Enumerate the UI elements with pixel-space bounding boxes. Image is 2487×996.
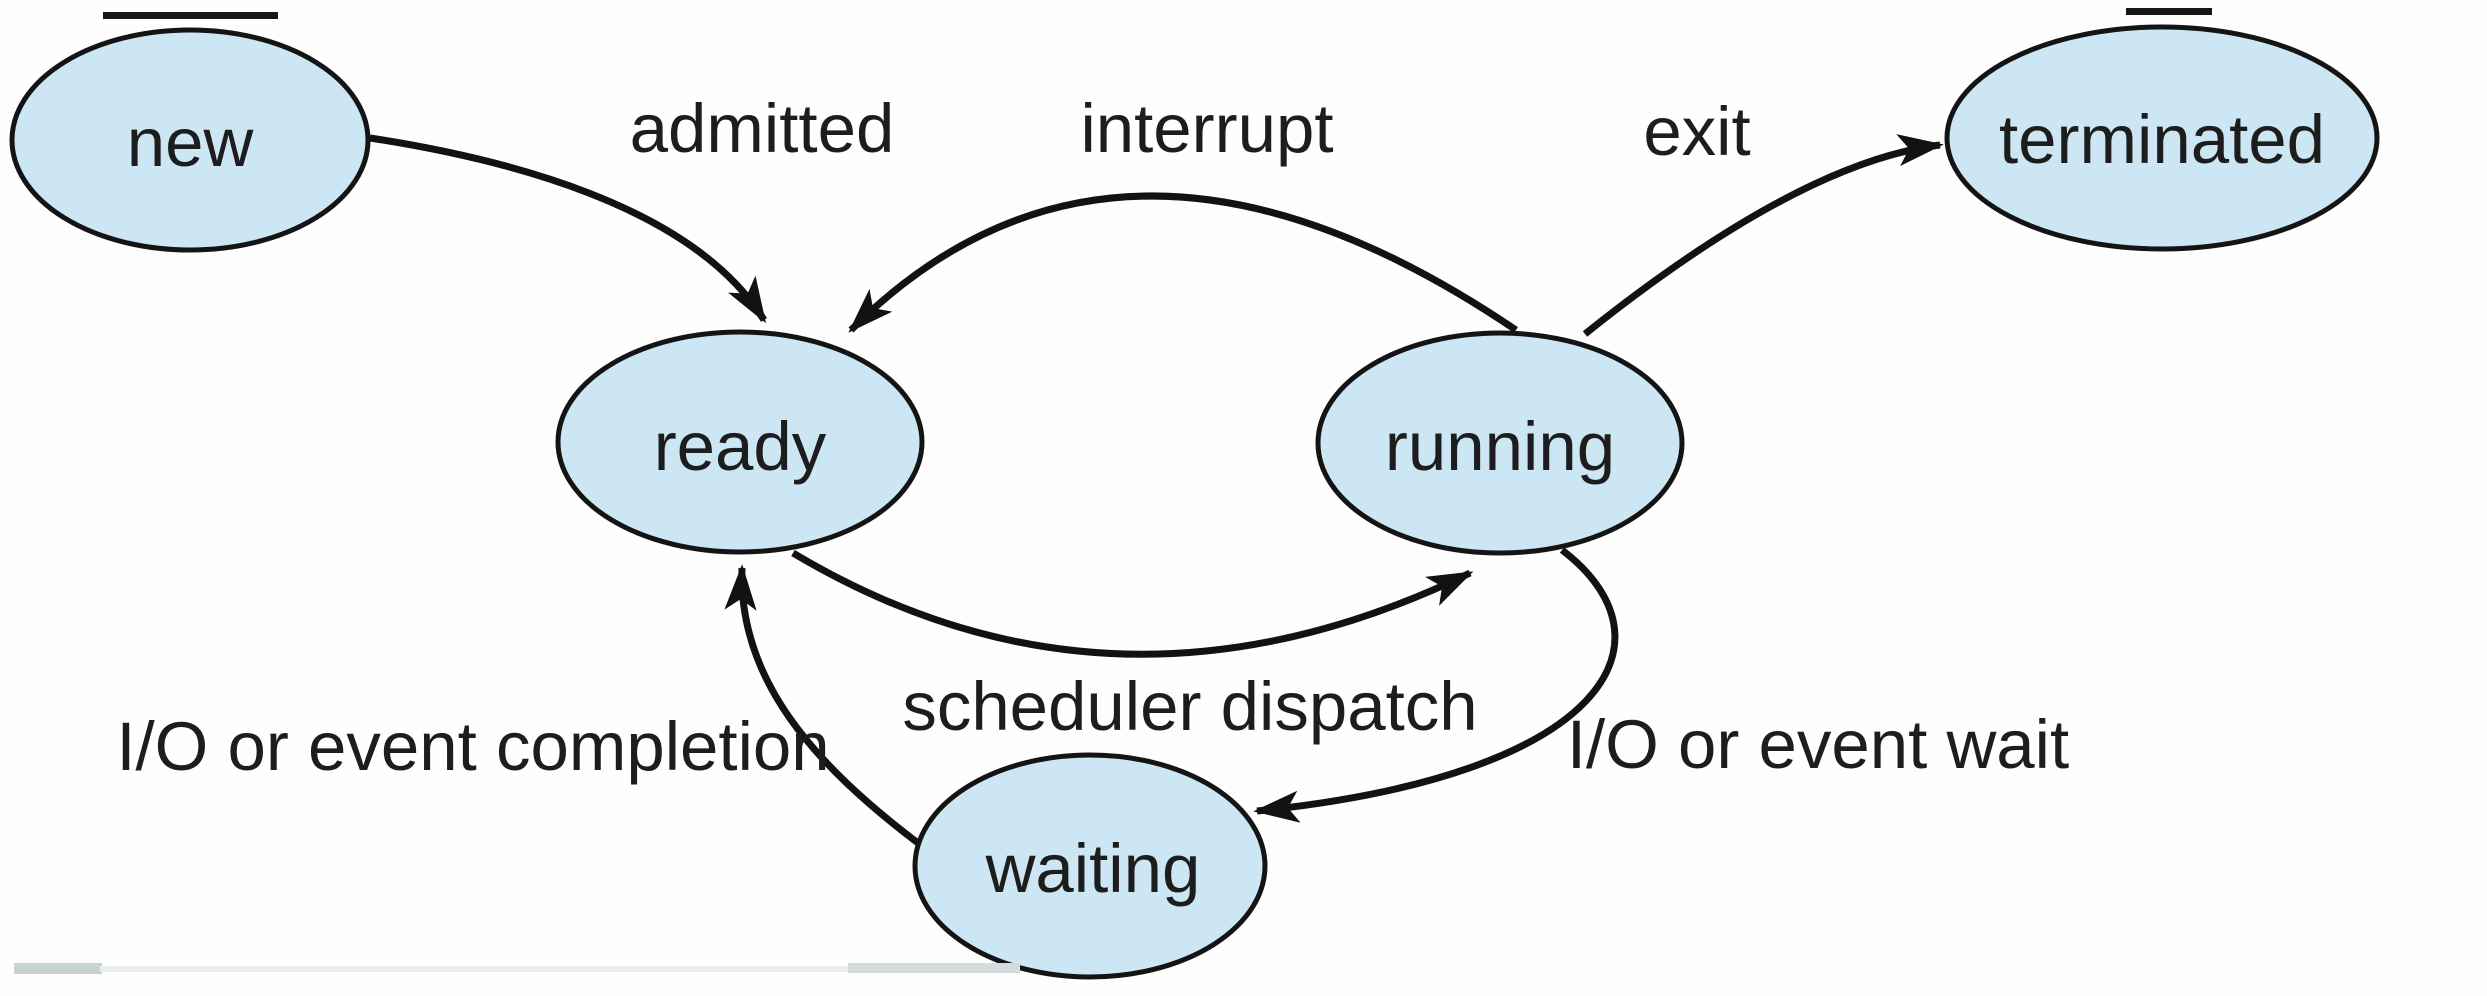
transition-exit-label: exit [1643,93,1750,170]
transition-interrupt-arrow [848,192,1518,333]
transition-io-event-wait-label: I/O or event wait [1567,706,2069,783]
transition-admitted-label: admitted [630,90,895,167]
scan-artifact-smudge-bottom-middle [100,966,848,972]
transition-scheduler-dispatch-arrow [791,549,1474,658]
scan-artifact-dash-top-right [2126,8,2212,15]
state-waiting-ellipse [912,752,1268,980]
state-running-ellipse [1315,330,1685,556]
transition-io-event-wait-arrow [1253,547,1619,823]
transition-exit-arrow [1582,134,1944,337]
transition-scheduler-dispatch-label: scheduler dispatch [902,668,1477,745]
scan-artifact-smudge-bottom-left [14,963,102,974]
transition-interrupt-label: interrupt [1080,90,1333,167]
scan-artifact-dash-top-left [103,12,278,19]
state-ready-ellipse [555,329,925,555]
transition-admitted-arrow [369,134,767,324]
state-new-label: new [127,104,254,181]
transition-io-event-completion-arrow [724,564,921,846]
state-new-ellipse [9,27,371,253]
state-running-label: running [1385,408,1615,485]
state-ready-label: ready [654,408,827,485]
scan-artifact-smudge-bottom-center [848,963,1020,973]
transition-io-event-completion-label: I/O or event completion [116,708,829,785]
state-terminated-ellipse [1944,24,2380,252]
state-terminated-label: terminated [1999,101,2325,178]
state-waiting-label: waiting [985,830,1201,907]
